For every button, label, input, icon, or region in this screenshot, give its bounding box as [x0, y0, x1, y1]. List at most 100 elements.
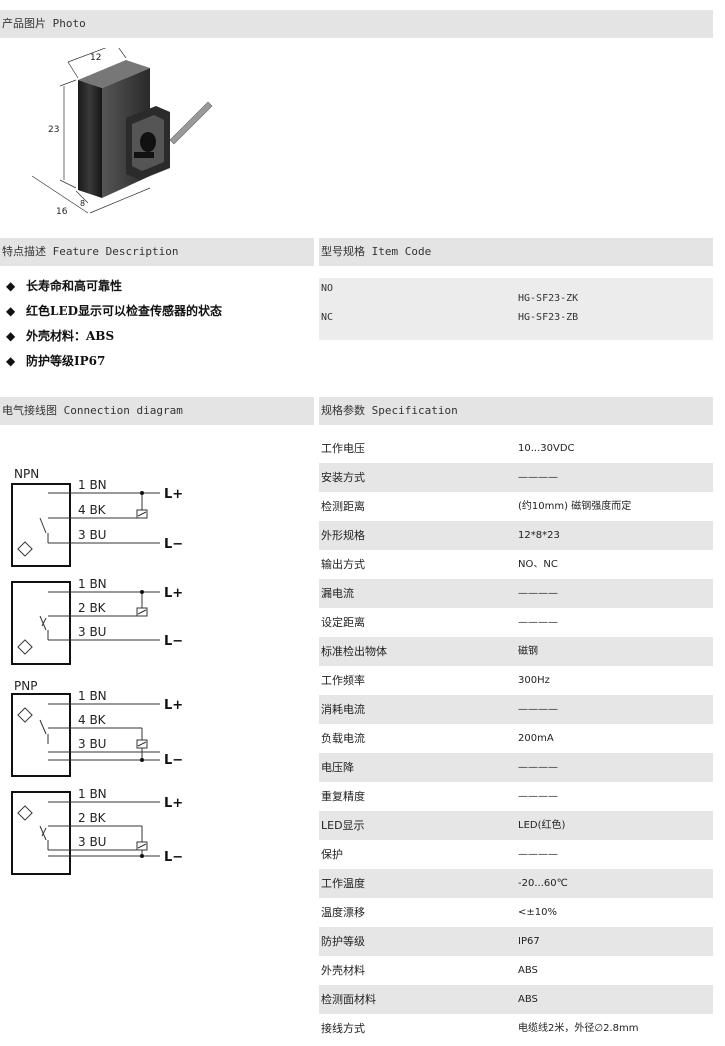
- spec-row: 电压降 ————: [319, 753, 713, 782]
- spec-key: 漏电流: [321, 587, 354, 600]
- spec-value: ————: [518, 849, 558, 860]
- terminal-l-minus: L−: [164, 850, 183, 865]
- code-no-label: NO: [321, 283, 334, 294]
- spec-key: 标准检出物体: [321, 645, 387, 658]
- spec-key: 外形规格: [321, 529, 365, 542]
- section-header-specification: 规格参数 Specification: [319, 397, 713, 425]
- wire-bn: 1 BN: [78, 478, 107, 492]
- spec-value: 10...30VDC: [518, 443, 575, 454]
- spec-row: 重复精度 ————: [319, 782, 713, 811]
- section-header-connection: 电气接线图 Connection diagram: [0, 397, 314, 425]
- terminal-l-minus: L−: [164, 537, 183, 552]
- spec-value: 磁钢: [518, 646, 538, 657]
- section-title: 规格参数 Specification: [321, 404, 458, 417]
- code-nc-label: NC: [321, 312, 334, 323]
- spec-key: 负载电流: [321, 732, 365, 745]
- wire-bu: 3 BU: [78, 528, 106, 542]
- spec-value: (约10mm) 磁钢强度而定: [518, 501, 632, 512]
- spec-value: NO、NC: [518, 559, 558, 570]
- spec-value: LED(红色): [518, 820, 566, 831]
- spec-row: 输出方式 NO、NC: [319, 550, 713, 579]
- spec-value: 300Hz: [518, 675, 550, 686]
- item-code-panel: [319, 278, 713, 340]
- wire-bk: 4 BK: [78, 713, 107, 727]
- spec-key: 工作电压: [321, 442, 365, 455]
- dim-depth: 16: [56, 207, 68, 217]
- section-header-item-code: 型号规格 Item Code: [319, 238, 713, 266]
- spec-value: 200mA: [518, 733, 554, 744]
- feature-item: ◆红色LED显示可以检查传感器的状态: [6, 304, 222, 318]
- spec-key: LED显示: [321, 819, 365, 832]
- spec-key: 安装方式: [321, 471, 365, 484]
- diamond-icon: ◆: [6, 354, 16, 368]
- terminal-l-minus: L−: [164, 634, 183, 649]
- wire-bk: 2 BK: [78, 811, 107, 825]
- spec-value: ABS: [518, 965, 538, 976]
- label-npn: NPN: [14, 467, 39, 481]
- wire-bn: 1 BN: [78, 577, 107, 591]
- terminal-l-minus: L−: [164, 753, 183, 768]
- wire-bn: 1 BN: [78, 787, 107, 801]
- spec-row: 工作温度-20...60℃: [319, 869, 713, 898]
- spec-row: 检测距离 (约10mm) 磁钢强度而定: [319, 492, 713, 521]
- code-nc-value: HG-SF23-ZB: [518, 312, 579, 323]
- terminal-l-plus: L+: [164, 796, 183, 811]
- wire-bu: 3 BU: [78, 835, 106, 849]
- section-title: 特点描述 Feature Description: [2, 245, 179, 258]
- spec-value: ABS: [518, 994, 538, 1005]
- diamond-icon: ◆: [6, 279, 16, 293]
- spec-row: 温度漂移 <±10%: [319, 898, 713, 927]
- terminal-l-plus: L+: [164, 586, 183, 601]
- dim-top: 12: [90, 53, 101, 63]
- spec-key: 检测距离: [321, 500, 365, 513]
- spec-row: 安装方式 ————: [319, 463, 713, 492]
- spec-key: 温度漂移: [321, 906, 365, 919]
- label-pnp: PNP: [14, 679, 37, 693]
- spec-row: 保护 ————: [319, 840, 713, 869]
- spec-key: 重复精度: [321, 790, 365, 803]
- spec-value: ————: [518, 588, 558, 599]
- connection-diagram: NPN 1 BN 4 BK 3 BU 1 BN 2 BK 3 BU PNP 1 …: [11, 467, 183, 875]
- spec-value: ————: [518, 704, 558, 715]
- spec-row: LED显示 LED(红色): [319, 811, 713, 840]
- spec-value: <±10%: [518, 907, 557, 918]
- spec-row: 标准检出物体 磁钢: [319, 637, 713, 666]
- feature-item: ◆防护等级IP67: [6, 354, 106, 368]
- code-no-value: HG-SF23-ZK: [518, 293, 579, 304]
- spec-row: 消耗电流 ————: [319, 695, 713, 724]
- wire-bu: 3 BU: [78, 737, 106, 751]
- spec-row: 工作电压 10...30VDC: [319, 434, 713, 463]
- feature-item: ◆长寿命和高可靠性: [6, 279, 123, 293]
- section-title: 电气接线图 Connection diagram: [2, 404, 183, 417]
- spec-key: 保护: [321, 848, 343, 861]
- spec-key: 外壳材料: [321, 964, 365, 977]
- spec-key: 输出方式: [321, 558, 365, 571]
- spec-key: 接线方式: [321, 1022, 365, 1035]
- feature-item: ◆外壳材料：ABS: [6, 329, 115, 343]
- section-header-features: 特点描述 Feature Description: [0, 238, 314, 266]
- spec-key: 消耗电流: [321, 703, 365, 716]
- wire-bk: 2 BK: [78, 601, 107, 615]
- spec-value: ————: [518, 791, 558, 802]
- spec-row: 负载电流 200mA: [319, 724, 713, 753]
- wire-bu: 3 BU: [78, 625, 106, 639]
- spec-key: 电压降: [321, 761, 354, 774]
- spec-key: 设定距离: [321, 616, 365, 629]
- diamond-icon: ◆: [6, 304, 16, 318]
- spec-key: 工作频率: [321, 674, 365, 687]
- wire-bn: 1 BN: [78, 689, 107, 703]
- terminal-l-plus: L+: [164, 698, 183, 713]
- spec-row: 工作频率 300Hz: [319, 666, 713, 695]
- spec-key: 防护等级: [321, 935, 365, 948]
- spec-value: -20...60℃: [518, 878, 568, 889]
- spec-row: 外壳材料 ABS: [319, 956, 713, 985]
- section-title: 型号规格 Item Code: [321, 245, 432, 258]
- diamond-icon: ◆: [6, 329, 16, 343]
- spec-value: ————: [518, 472, 558, 483]
- spec-value: ————: [518, 762, 558, 773]
- terminal-l-plus: L+: [164, 487, 183, 502]
- product-photo: 12 23 16 8: [31, 48, 213, 217]
